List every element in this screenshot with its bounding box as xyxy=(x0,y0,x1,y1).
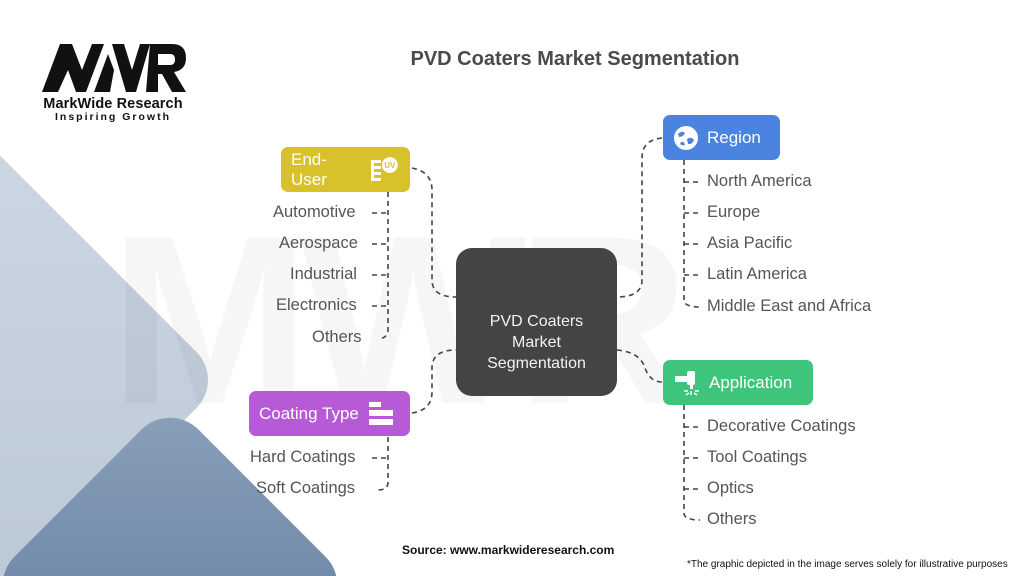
stacked-bars-icon xyxy=(368,401,393,425)
list-item: Industrial xyxy=(290,265,357,283)
list-item: Decorative Coatings xyxy=(707,417,856,435)
category-label: Application xyxy=(709,372,793,392)
spray-gun-icon xyxy=(675,370,699,396)
category-coating-type: Coating Type xyxy=(249,391,410,436)
center-node: PVD Coaters Market Segmentation xyxy=(456,248,617,396)
source-text: Source: www.markwideresearch.com xyxy=(402,543,615,557)
center-line-2: Market xyxy=(512,333,561,351)
list-item: Optics xyxy=(707,479,754,497)
list-item: Soft Coatings xyxy=(256,479,356,497)
list-item: North America xyxy=(707,172,812,190)
list-item: Middle East and Africa xyxy=(707,297,872,315)
list-item: Asia Pacific xyxy=(707,234,793,252)
mwr-logo-icon xyxy=(42,44,186,92)
list-item: Others xyxy=(312,328,362,346)
brand-logo: MarkWide Research Inspiring Growth xyxy=(28,40,198,123)
list-item: Hard Coatings xyxy=(250,448,356,466)
category-region: Region xyxy=(663,115,780,160)
center-line-1: PVD Coaters xyxy=(489,312,584,330)
list-item: Others xyxy=(707,510,757,528)
category-application: Application xyxy=(663,360,813,405)
brand-tagline: Inspiring Growth xyxy=(55,111,171,123)
list-item: Automotive xyxy=(273,203,356,221)
list-item: Electronics xyxy=(276,296,357,314)
category-label: End-User xyxy=(291,149,327,189)
globe-icon xyxy=(674,125,698,150)
uv-lamp-icon: UV xyxy=(371,156,399,181)
category-label: Region xyxy=(707,127,761,147)
list-item: Latin America xyxy=(707,265,807,283)
list-item: Europe xyxy=(707,203,761,221)
page-title: PVD Coaters Market Segmentation xyxy=(410,48,740,70)
category-end-user: End-User UV xyxy=(281,147,410,192)
category-label: Coating Type xyxy=(259,403,359,423)
list-item: Tool Coatings xyxy=(707,448,807,466)
list-item: Aerospace xyxy=(279,234,358,252)
center-line-3: Segmentation xyxy=(487,354,586,372)
svg-text:UV: UV xyxy=(385,161,397,170)
disclaimer-text: *The graphic depicted in the image serve… xyxy=(687,559,1008,570)
brand-name: MarkWide Research xyxy=(43,96,183,112)
